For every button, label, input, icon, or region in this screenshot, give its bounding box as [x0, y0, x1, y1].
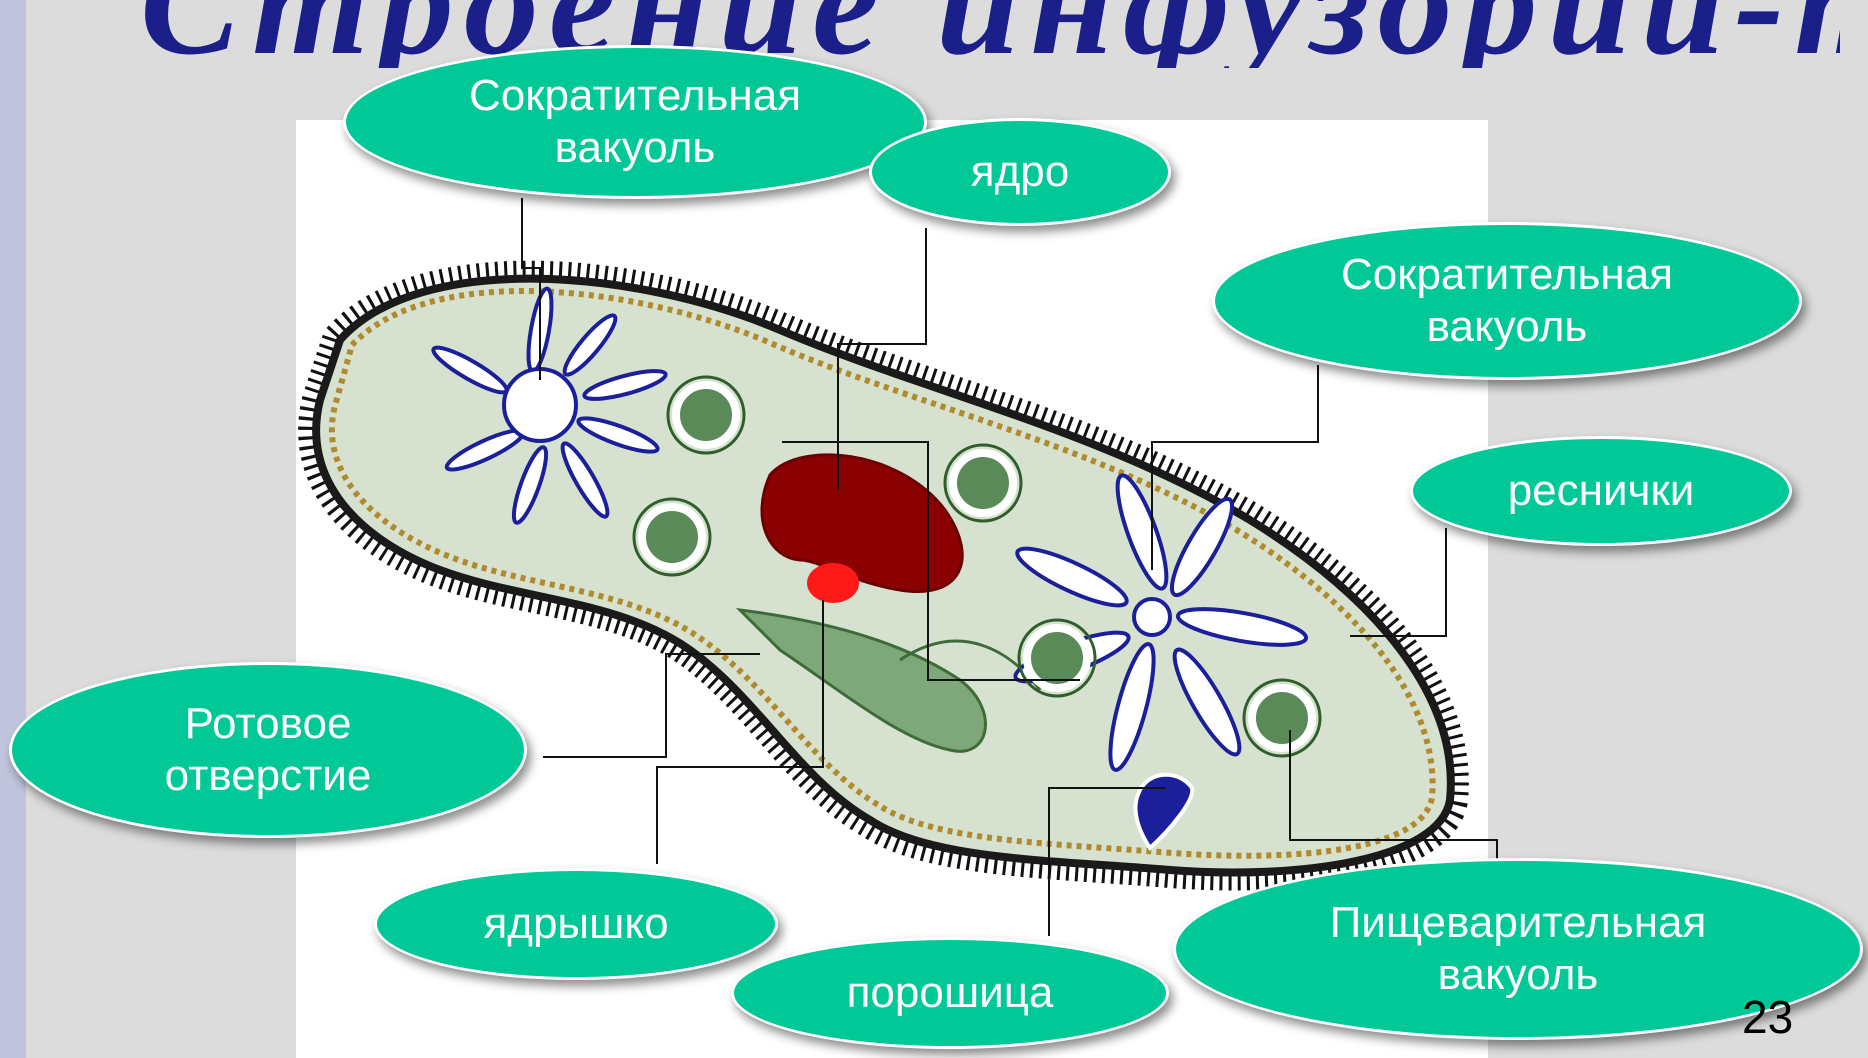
label-cilia: реснички — [1410, 436, 1792, 546]
label-mouth: Ротовое отверстие — [9, 662, 527, 838]
label-anal-pore: порошица — [731, 937, 1169, 1049]
label-nucleus: ядро — [869, 118, 1171, 226]
nucleolus-shape — [807, 563, 859, 603]
label-contractile-vacuole-top: Сократительная вакуоль — [343, 45, 927, 199]
food-vacuole — [642, 507, 702, 567]
label-nucleolus: ядрышко — [374, 868, 778, 980]
page-number: 23 — [1742, 990, 1793, 1044]
food-vacuole — [676, 385, 736, 445]
label-contractile-vacuole-right: Сократительная вакуоль — [1212, 222, 1802, 380]
food-vacuole — [1252, 688, 1312, 748]
food-vacuole — [953, 453, 1013, 513]
